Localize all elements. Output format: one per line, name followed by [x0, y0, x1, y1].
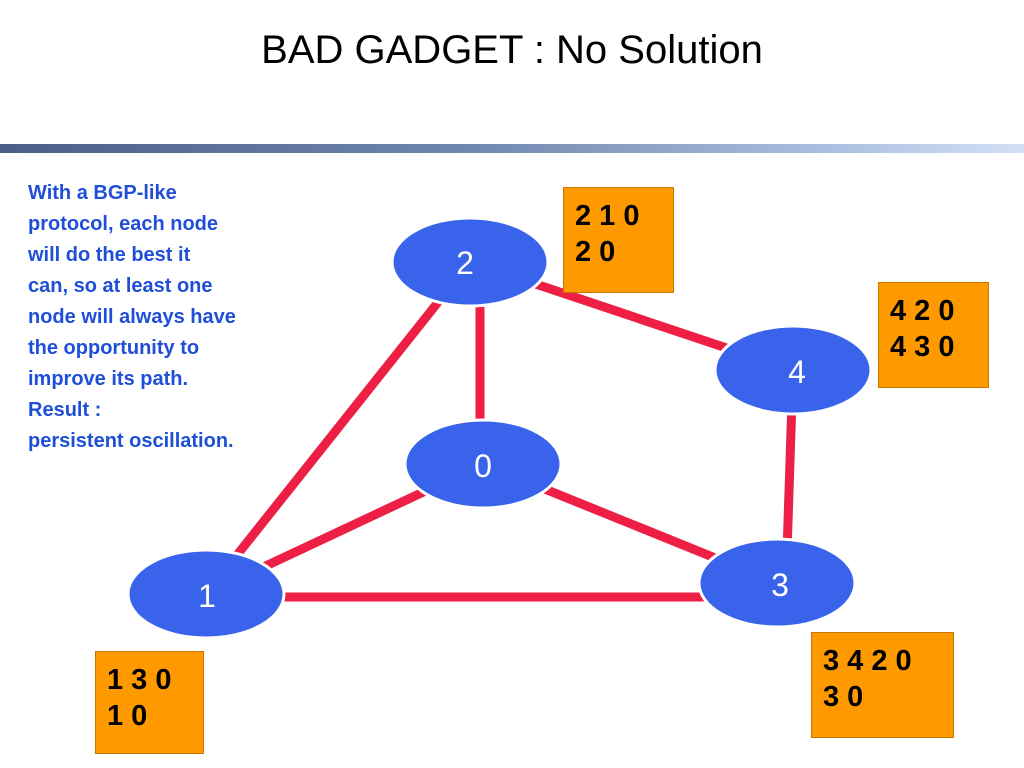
path-entry: 2 1 0: [575, 200, 640, 232]
path-entry: 3 4 2 0: [823, 645, 912, 677]
path-list-node-2: 2 1 0 2 0: [563, 187, 674, 293]
note-line: node will always have: [28, 306, 236, 328]
path-entry: 3 0: [823, 681, 864, 713]
node-2: 2: [390, 216, 550, 308]
note-line: Result :: [28, 399, 102, 421]
node-0: 0: [403, 418, 563, 510]
path-list-node-3: 3 4 2 0 3 0: [811, 632, 954, 738]
note-line: improve its path.: [28, 368, 189, 390]
node-4: 4: [713, 324, 873, 416]
note-line: With a BGP-like: [28, 182, 177, 204]
path-list-node-1: 1 3 0 1 0: [95, 651, 204, 754]
explanation-text: With a BGP-like protocol, each node will…: [28, 178, 308, 457]
title-divider: [0, 144, 1024, 153]
node-3: 3: [697, 537, 857, 629]
node-3-label: 3: [771, 567, 789, 603]
node-2-label: 2: [456, 245, 474, 281]
node-1: 1: [126, 548, 286, 640]
path-entry: 1 3 0: [107, 664, 172, 696]
edge-2-1: [202, 259, 474, 597]
node-4-label: 4: [788, 354, 806, 390]
path-entry: 4 3 0: [890, 331, 955, 363]
path-entry: 1 0: [107, 700, 148, 732]
note-line: the opportunity to: [28, 337, 200, 359]
path-list-node-4: 4 2 0 4 3 0: [878, 282, 989, 388]
note-line: can, so at least one: [28, 275, 213, 297]
note-line: will do the best it: [28, 244, 191, 266]
path-entry: 2 0: [575, 236, 616, 268]
slide-title: BAD GADGET : No Solution: [261, 28, 763, 72]
node-0-label: 0: [474, 448, 492, 484]
path-entry: 4 2 0: [890, 295, 955, 327]
note-line: persistent oscillation.: [28, 430, 234, 452]
note-line: protocol, each node: [28, 213, 219, 235]
node-1-label: 1: [198, 578, 216, 614]
